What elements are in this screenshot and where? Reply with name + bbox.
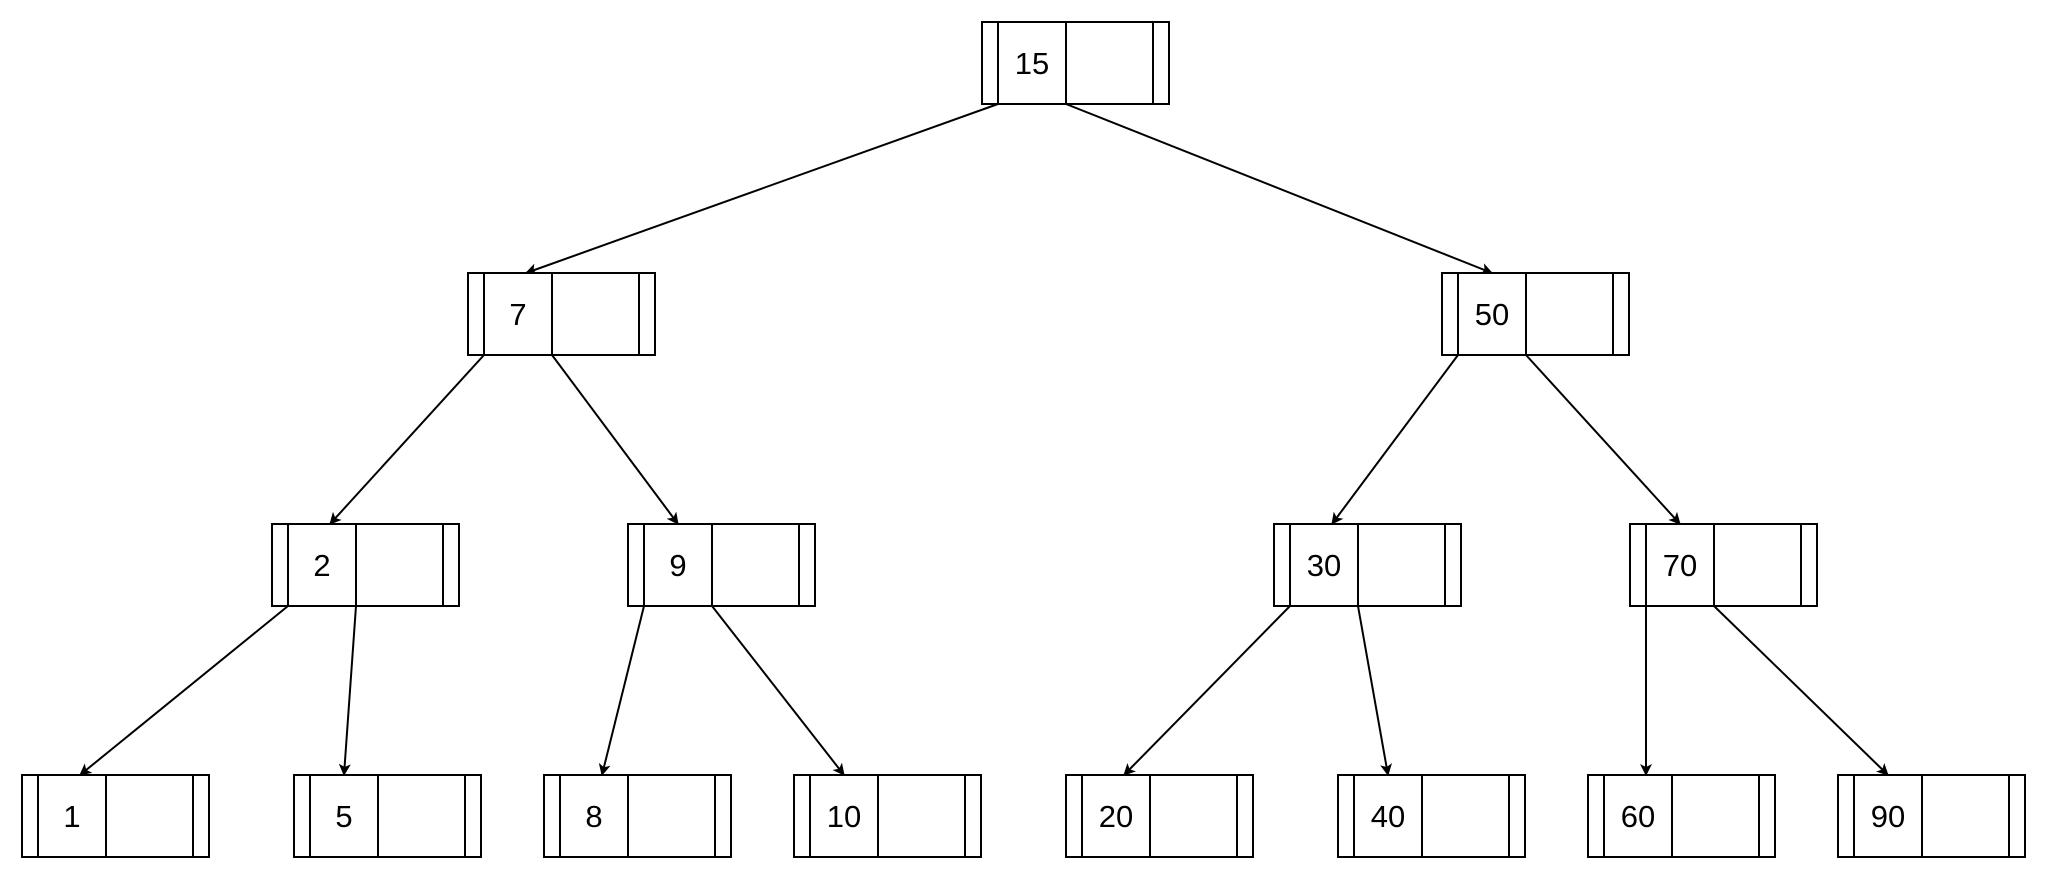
node-box	[1837, 774, 2026, 858]
edge-7-to-2	[329, 354, 485, 525]
edge-7-to-9	[551, 354, 679, 525]
node-value-label: 70	[1663, 548, 1697, 583]
edge-15-to-50	[1065, 103, 1493, 275]
tree-node-10: 10	[793, 774, 982, 858]
edge-70-to-90	[1713, 605, 1889, 776]
edge-50-to-30	[1331, 354, 1459, 525]
edge-9-to-10	[711, 605, 845, 776]
tree-node-1: 1	[21, 774, 210, 858]
node-value-label: 40	[1371, 799, 1405, 834]
node-box	[293, 774, 482, 858]
node-box	[1441, 272, 1630, 356]
node-box	[793, 774, 982, 858]
tree-node-15: 15	[981, 21, 1170, 105]
tree-node-30: 30	[1273, 523, 1462, 607]
tree-node-50: 50	[1441, 272, 1630, 356]
node-box	[1065, 774, 1254, 858]
node-box	[1337, 774, 1526, 858]
node-value-label: 30	[1307, 548, 1341, 583]
tree-node-8: 8	[543, 774, 732, 858]
tree-node-5: 5	[293, 774, 482, 858]
edge-30-to-40	[1357, 605, 1392, 776]
tree-node-60: 60	[1587, 774, 1776, 858]
node-box	[21, 774, 210, 858]
tree-node-20: 20	[1065, 774, 1254, 858]
node-value-label: 20	[1099, 799, 1133, 834]
node-box	[1587, 774, 1776, 858]
tree-node-90: 90	[1837, 774, 2026, 858]
edges-layer	[79, 103, 1889, 776]
edge-2-to-5	[338, 605, 357, 776]
tree-node-9: 9	[627, 523, 816, 607]
node-box	[271, 523, 460, 607]
edge-15-to-7	[525, 103, 999, 275]
node-value-label: 5	[335, 799, 352, 834]
node-value-label: 1	[63, 799, 80, 834]
node-box	[1629, 523, 1818, 607]
node-box	[627, 523, 816, 607]
node-value-label: 60	[1621, 799, 1655, 834]
node-value-label: 50	[1475, 297, 1509, 332]
tree-node-7: 7	[467, 272, 656, 356]
edge-2-to-1	[79, 605, 289, 776]
tree-node-40: 40	[1337, 774, 1526, 858]
node-value-label: 15	[1015, 46, 1049, 81]
node-value-label: 8	[585, 799, 602, 834]
edge-9-to-8	[598, 605, 645, 776]
node-value-label: 9	[669, 548, 686, 583]
tree-node-2: 2	[271, 523, 460, 607]
node-value-label: 90	[1871, 799, 1905, 834]
edge-50-to-70	[1525, 354, 1681, 525]
node-value-label: 7	[509, 297, 526, 332]
tree-node-70: 70	[1629, 523, 1818, 607]
edge-30-to-20	[1123, 605, 1291, 776]
node-value-label: 10	[827, 799, 861, 834]
node-box	[981, 21, 1170, 105]
node-box	[543, 774, 732, 858]
node-box	[1273, 523, 1462, 607]
node-box	[467, 272, 656, 356]
node-value-label: 2	[313, 548, 330, 583]
